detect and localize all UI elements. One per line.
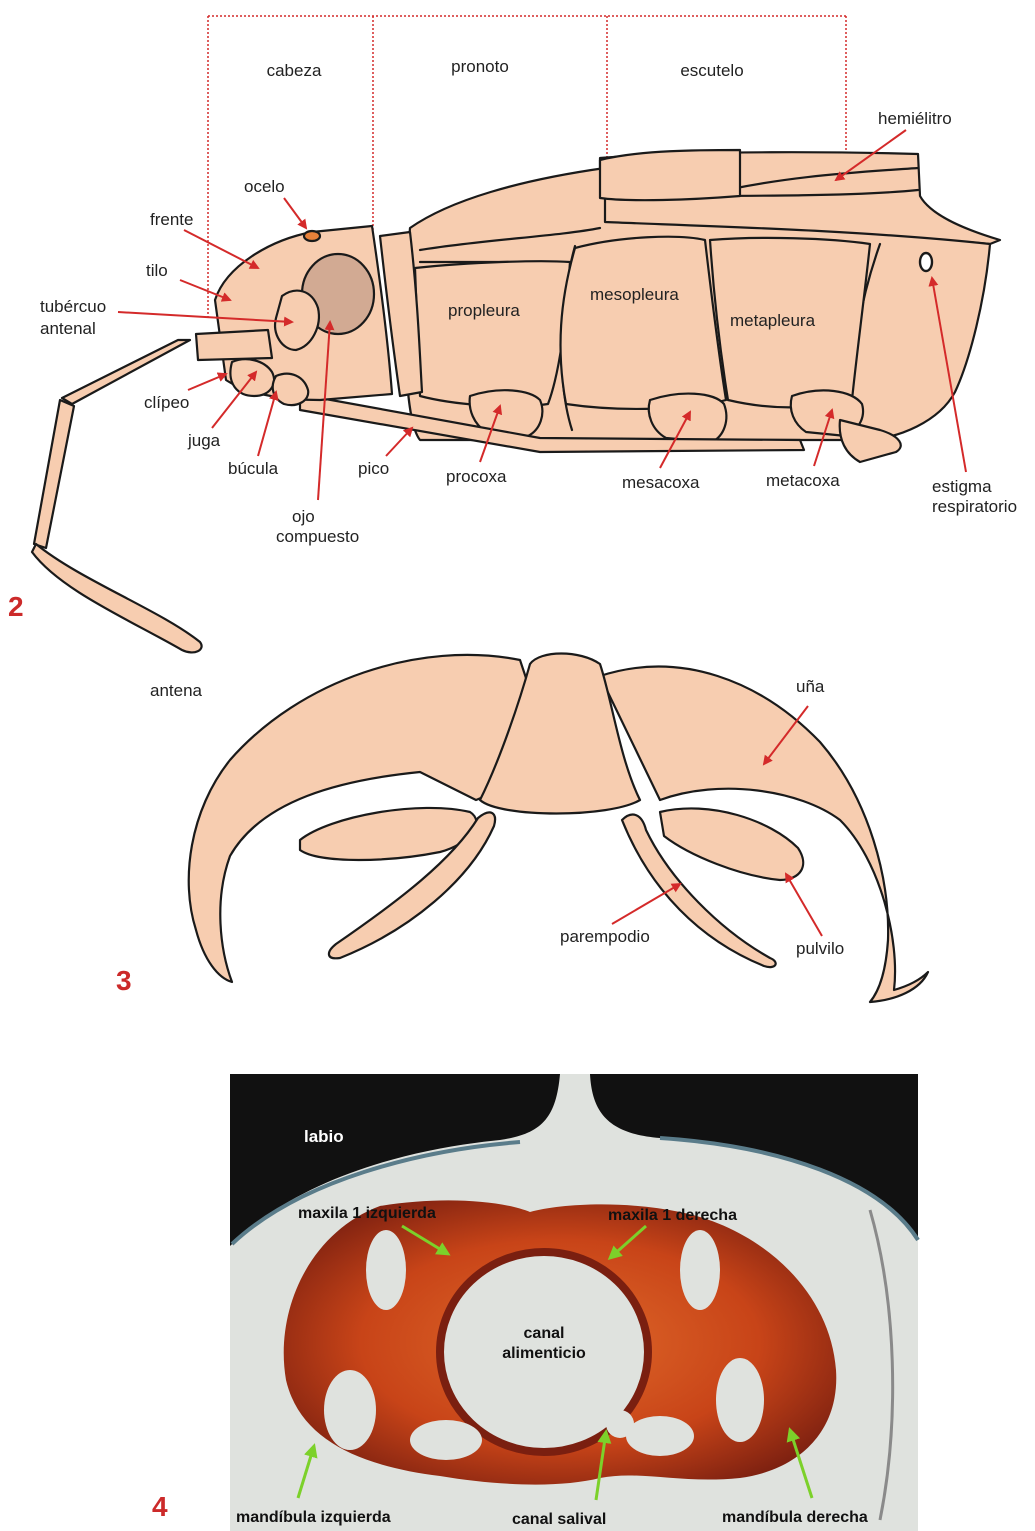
label-ocelo: ocelo: [244, 177, 285, 196]
label-estigma-1: estigma: [932, 477, 992, 496]
label-mesacoxa: mesacoxa: [622, 473, 700, 492]
figure-4-cross-section: labio maxila 1 izquierda maxila 1 derech…: [152, 1074, 918, 1531]
figure-2-lateral-view: cabeza pronoto escutelo hemiélitro ocelo…: [8, 16, 1017, 700]
label-metapleura: metapleura: [730, 311, 816, 330]
arrow-frente: [184, 230, 258, 268]
label-mesopleura: mesopleura: [590, 285, 679, 304]
spiracle: [920, 253, 932, 271]
right-pulvillus: [660, 808, 803, 880]
label-mandibula-der: mandíbula derecha: [722, 1509, 868, 1526]
label-juga: juga: [187, 431, 221, 450]
label-escutelo: escutelo: [680, 61, 743, 80]
label-tuberculo-2: antenal: [40, 319, 96, 338]
label-canal-ali-1: canal: [524, 1325, 565, 1342]
arrow-pico: [386, 428, 412, 456]
figure-3-pretarsus: uña parempodio pulvilo 3: [116, 654, 928, 1003]
mesopleura-lobe: [560, 237, 726, 409]
propleura-lobe: [415, 261, 570, 406]
label-cabeza: cabeza: [267, 61, 322, 80]
scutellum: [600, 150, 740, 200]
label-parempodio: parempodio: [560, 927, 650, 946]
label-bucula: búcula: [228, 459, 279, 478]
arrow-parempodio: [612, 884, 680, 924]
figure-number-3: 3: [116, 965, 132, 996]
figure-number-2: 2: [8, 591, 24, 622]
label-canal-ali-2: alimenticio: [502, 1345, 586, 1362]
figure-number-4: 4: [152, 1491, 168, 1522]
label-maxila-izq: maxila 1 izquierda: [298, 1205, 436, 1222]
clypeus: [196, 330, 272, 360]
label-canal-salival: canal salival: [512, 1511, 606, 1528]
label-hemielitro: hemiélitro: [878, 109, 952, 128]
label-metacoxa: metacoxa: [766, 471, 840, 490]
label-tuberculo-1: tubércuo: [40, 297, 106, 316]
salivary-canal: [606, 1410, 634, 1438]
label-propleura: propleura: [448, 301, 520, 320]
label-clipeo: clípeo: [144, 393, 189, 412]
label-pronoto: pronoto: [451, 57, 509, 76]
arrow-bucula: [258, 392, 276, 456]
label-frente: frente: [150, 210, 193, 229]
ocellus: [304, 231, 320, 241]
label-mandibula-izq: mandíbula izquierda: [236, 1509, 391, 1526]
antenna-segments: [32, 340, 202, 652]
label-ojo-1: ojo: [292, 507, 315, 526]
label-antena: antena: [150, 681, 203, 700]
label-estigma-2: respiratorio: [932, 497, 1017, 516]
label-pulvilo: pulvilo: [796, 939, 844, 958]
label-tilo: tilo: [146, 261, 168, 280]
label-ojo-2: compuesto: [276, 527, 359, 546]
label-pico: pico: [358, 459, 389, 478]
label-procoxa: procoxa: [446, 467, 507, 486]
arrow-clipeo: [188, 374, 226, 390]
arrow-pulvilo: [786, 874, 822, 936]
label-maxila-der: maxila 1 derecha: [608, 1207, 737, 1224]
label-una: uña: [796, 677, 825, 696]
label-labio: labio: [304, 1127, 344, 1146]
arrow-ocelo: [284, 198, 306, 228]
